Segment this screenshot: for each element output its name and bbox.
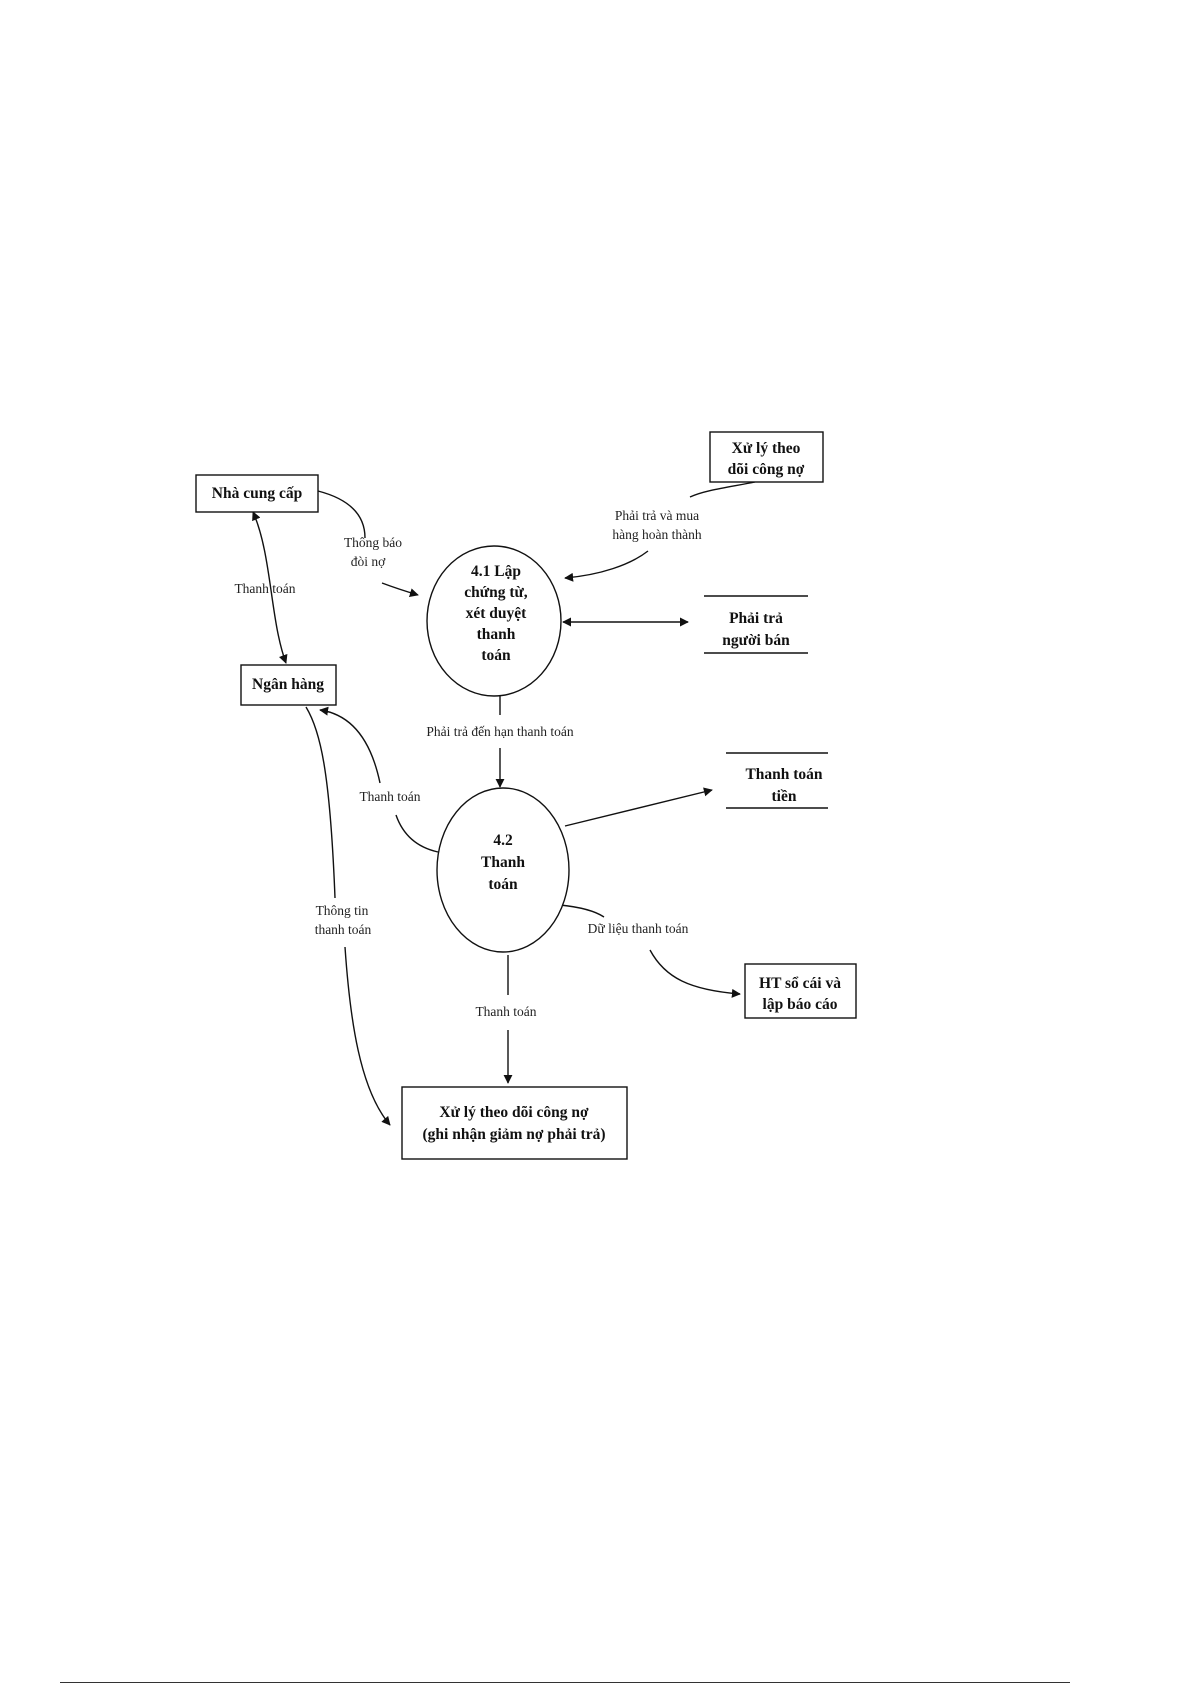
flow-thanh-toan-ngan-hang-high — [319, 706, 381, 784]
label-du-lieu-thanh-toan: Dữ liệu thanh toán — [588, 921, 689, 936]
store-thanh-toan-tien-line2: tiền — [772, 788, 797, 805]
entity-xu-ly-bottom-line2: (ghi nhận giảm nợ phải trả) — [423, 1126, 606, 1143]
entity-nha-cung-cap-label: Nhà cung cấp — [212, 485, 302, 502]
flow-42-thanh-toan-tien — [564, 787, 713, 827]
flow-thong-tin-thanh-toan-bottom — [344, 946, 391, 1126]
process-4-2-line3: toán — [488, 876, 518, 893]
flow-phai-tra-va-mua-top — [689, 481, 756, 498]
entity-xu-ly-bottom: Xử lý theo dõi công nợ (ghi nhận giảm nợ… — [401, 1086, 628, 1160]
page-footer-rule — [60, 1682, 1070, 1683]
entity-ngan-hang-label: Ngân hàng — [252, 676, 324, 693]
store-phai-tra-line1: Phải trả — [729, 610, 783, 627]
label-thong-bao-line1: Thông báo — [344, 535, 402, 550]
flow-du-lieu-thanh-toan-bottom — [649, 949, 741, 998]
label-thanh-toan-bottom: Thanh toán — [475, 1004, 536, 1019]
process-4-1-line5: toán — [481, 647, 511, 664]
label-phai-tra-den-han: Phải trả đến hạn thanh toán — [426, 724, 574, 739]
process-4-1: 4.1 Lập chứng từ, xét duyệt thanh toán — [426, 545, 562, 697]
process-4-1-line1: 4.1 Lập — [471, 563, 521, 580]
flow-thanh-toan-ngan-hang-low — [395, 814, 439, 853]
entity-xu-ly-bottom-line1: Xử lý theo dõi công nợ — [439, 1104, 589, 1121]
entity-xu-ly-top-line1: Xử lý theo — [732, 440, 801, 457]
flow-thanh-toan-ncc — [252, 511, 288, 664]
store-phai-tra-nguoi-ban: Phải trả người bán — [704, 595, 808, 654]
entity-ht-so-cai: HT sổ cái và lập báo cáo — [744, 963, 857, 1019]
store-thanh-toan-tien: Thanh toán tiền — [726, 752, 828, 809]
label-thanh-toan-ngan-hang: Thanh toán — [359, 789, 420, 804]
label-phai-tra-va-mua-line1: Phải trả và mua — [615, 508, 699, 523]
process-4-1-line3: xét duyệt — [466, 605, 528, 622]
flow-thong-tin-thanh-toan-top — [305, 706, 336, 899]
entity-ngan-hang: Ngân hàng — [240, 664, 337, 706]
store-phai-tra-line2: người bán — [722, 632, 790, 649]
flow-phai-tra-va-mua-arrow — [564, 550, 649, 582]
process-4-2-line2: Thanh — [481, 854, 525, 871]
label-phai-tra-va-mua-line2: hàng hoàn thành — [612, 527, 701, 542]
process-4-1-line2: chứng từ, — [464, 584, 528, 601]
flow-du-lieu-thanh-toan-top — [559, 904, 605, 918]
label-thong-bao-line2: đòi nợ — [351, 554, 386, 569]
process-4-1-line4: thanh — [477, 626, 516, 643]
store-thanh-toan-tien-line1: Thanh toán — [745, 766, 822, 783]
label-thong-tin-line2: thanh toán — [315, 922, 372, 937]
label-thanh-toan-ncc: Thanh toán — [234, 581, 295, 596]
entity-ht-so-cai-line2: lập báo cáo — [763, 996, 838, 1013]
entity-xu-ly-top: Xử lý theo dõi công nợ — [709, 431, 824, 483]
process-4-2-line1: 4.2 — [493, 832, 513, 849]
flow-thong-bao-doi-no — [317, 490, 366, 539]
label-thong-tin-line1: Thông tin — [316, 903, 369, 918]
entity-xu-ly-top-line2: dõi công nợ — [728, 461, 805, 478]
flow-thong-bao-doi-no-arrow — [381, 582, 419, 597]
entity-nha-cung-cap: Nhà cung cấp — [195, 474, 319, 513]
entity-ht-so-cai-line1: HT sổ cái và — [759, 975, 841, 992]
process-4-2: 4.2 Thanh toán — [436, 787, 570, 953]
